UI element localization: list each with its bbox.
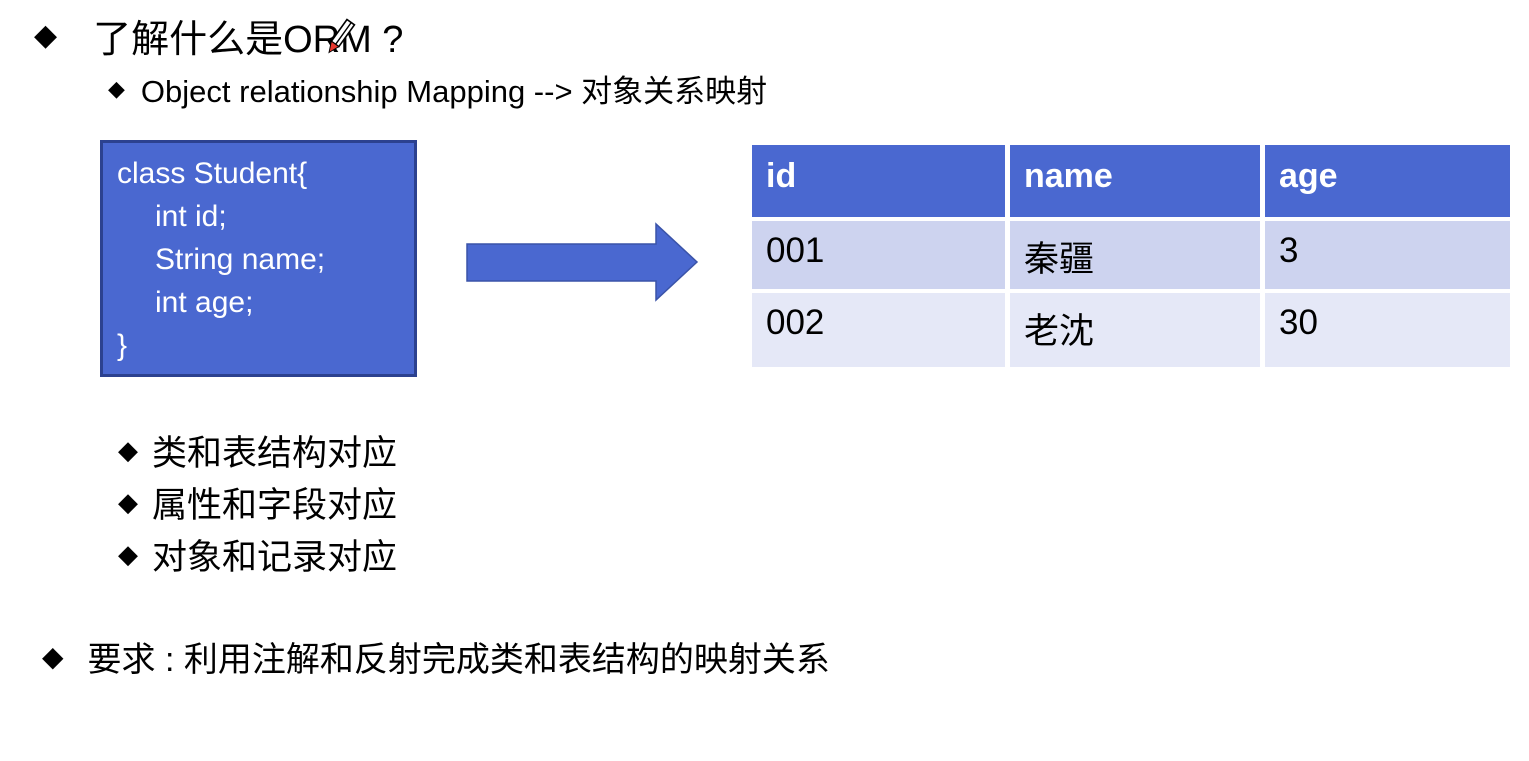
diamond-bullet-icon: ◆ — [118, 539, 138, 569]
mapping-table: id name age 001 秦疆 3 002 老沈 30 — [752, 145, 1510, 367]
diamond-bullet-icon: ◆ — [34, 18, 58, 52]
requirement-text: 要求 : 利用注解和反射完成类和表结构的映射关系 — [87, 641, 830, 679]
note-text: 类和表结构对应 — [152, 433, 398, 473]
code-line: String name; — [155, 243, 326, 276]
subtitle-text: Object relationship Mapping --> 对象关系映射 — [140, 74, 768, 109]
table-cell: 3 — [1265, 221, 1510, 289]
code-line: int age; — [155, 286, 254, 319]
table-header-id: id — [752, 145, 1005, 217]
note-text: 对象和记录对应 — [152, 537, 398, 577]
list-item: ◆ 对象和记录对应 — [118, 528, 397, 580]
diamond-bullet-icon: ◆ — [108, 75, 125, 101]
subtitle-row: ◆ Object relationship Mapping --> 对象关系映射 — [108, 66, 767, 111]
diamond-bullet-icon: ◆ — [42, 640, 64, 672]
table-cell: 30 — [1265, 293, 1510, 367]
list-item: ◆ 类和表结构对应 — [118, 424, 397, 476]
code-line: int id; — [155, 200, 227, 233]
requirement-row: ◆ 要求 : 利用注解和反射完成类和表结构的映射关系 — [42, 632, 830, 681]
note-text: 属性和字段对应 — [152, 485, 398, 525]
table-cell: 老沈 — [1010, 293, 1260, 367]
table-header-name: name — [1010, 145, 1260, 217]
diamond-bullet-icon: ◆ — [118, 487, 138, 517]
diamond-bullet-icon: ◆ — [118, 435, 138, 465]
notes-list: ◆ 类和表结构对应 ◆ 属性和字段对应 ◆ 对象和记录对应 — [118, 424, 397, 580]
list-item: ◆ 属性和字段对应 — [118, 476, 397, 528]
table-cell: 秦疆 — [1010, 221, 1260, 289]
table-cell: 002 — [752, 293, 1005, 367]
code-line: class Student{ — [117, 157, 308, 190]
table-header-age: age — [1265, 145, 1510, 217]
pencil-cursor-icon — [328, 18, 356, 54]
table-cell: 001 — [752, 221, 1005, 289]
code-line: } — [117, 329, 128, 362]
student-class-code-box: class Student{ int id; String name; int … — [100, 140, 417, 377]
arrow-right-icon — [466, 222, 699, 302]
